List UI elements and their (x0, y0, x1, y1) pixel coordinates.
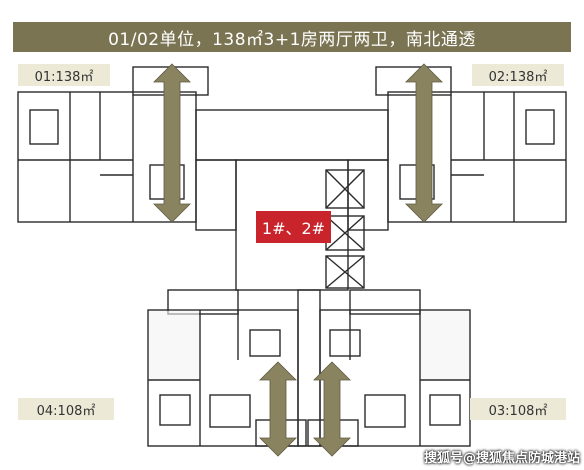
unit-02-balcony (375, 66, 452, 96)
unit-02-label: 02:138㎡ (472, 64, 564, 86)
arrow-04-vertical (259, 361, 297, 457)
unit-02-outline (387, 91, 567, 223)
arrow-03-vertical (313, 361, 351, 457)
plan-title: 01/02单位，138㎡3+1房两厅两卫，南北通透 (13, 22, 571, 52)
elevator-1 (325, 169, 365, 209)
elevator-3 (325, 255, 365, 289)
watermark: 搜狐号@搜狐焦点防城港站 (423, 450, 580, 466)
ventilation-arrows (153, 63, 443, 457)
arrow-02-vertical (405, 63, 443, 223)
unit-04-label: 04:108㎡ (18, 398, 114, 420)
walls (17, 66, 567, 447)
unit-01-label: 01:138㎡ (18, 64, 110, 86)
core-upper (195, 109, 389, 161)
building-number-tag: 1#、2# (256, 211, 331, 243)
arrow-01-vertical (153, 63, 191, 223)
unit-03-label: 03:108㎡ (470, 398, 566, 420)
